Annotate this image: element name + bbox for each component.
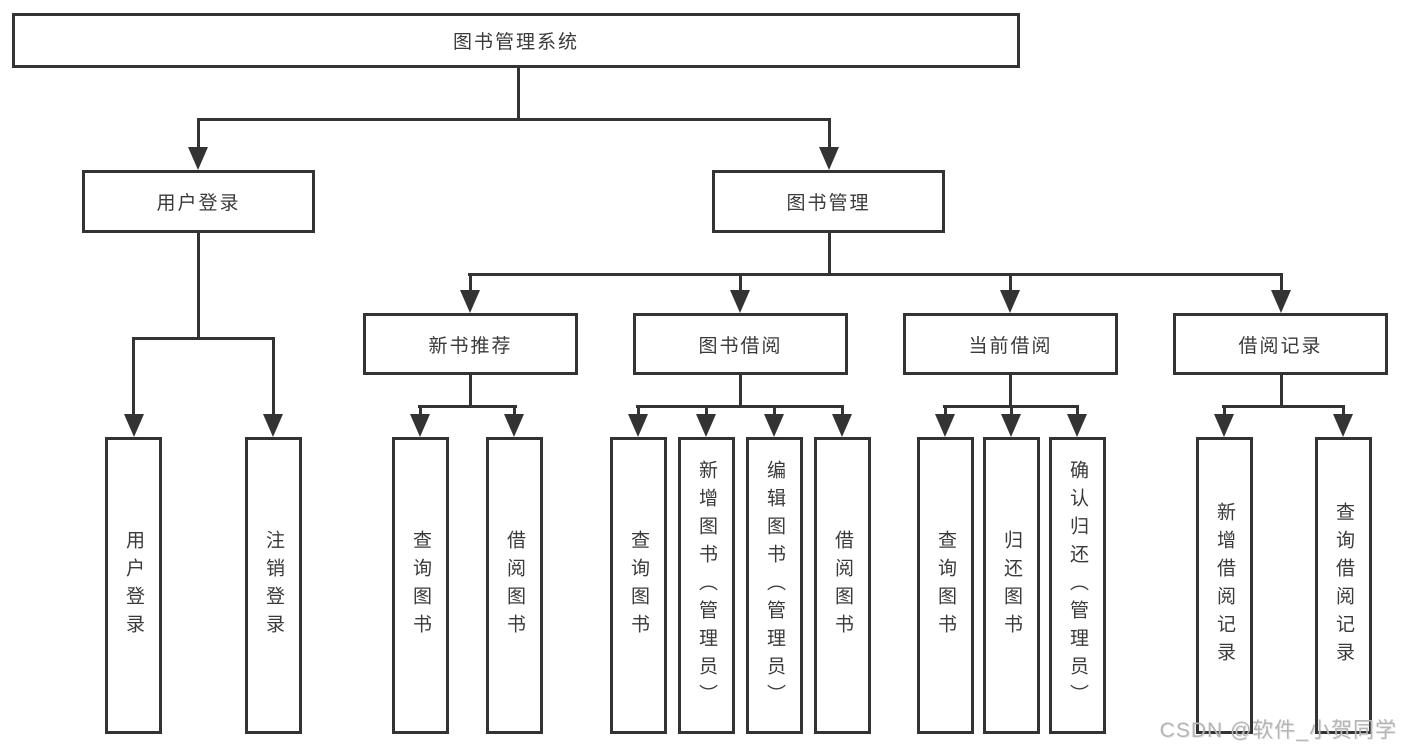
node-root: 图书管理系统 (12, 13, 1020, 68)
leaf-current-return-books-label: 归还图书 (1001, 529, 1022, 642)
arrowhead-leaf-bb-edit (764, 414, 784, 437)
node-user-login-label: 用户登录 (156, 193, 241, 214)
leaf-records-query-record: 查询借阅记录 (1315, 437, 1372, 734)
connector-book-borrow-fork (636, 405, 844, 408)
connector-leaf-cb-confirm-drop (1076, 405, 1079, 417)
connector-book-management-drop (828, 118, 831, 150)
leaf-current-confirm-return-admin: 确认归还（管理员） (1049, 437, 1106, 734)
connector-level2-branch (197, 118, 831, 121)
connector-leaf-bb-query-drop (637, 405, 640, 417)
node-book-borrow: 图书借阅 (633, 313, 848, 375)
arrowhead-leaf-cb-return (1001, 414, 1021, 437)
arrowhead-leaf-nb-query (410, 414, 430, 437)
node-book-borrow-label: 图书借阅 (698, 335, 783, 357)
arrowhead-leaf-user-login (124, 414, 144, 437)
connector-user-login-stem (197, 233, 200, 340)
leaf-borrow-edit-books-admin-label: 编辑图书（管理员） (764, 459, 785, 712)
arrowhead-new-book-recommend (460, 290, 480, 313)
node-user-login: 用户登录 (82, 170, 315, 233)
leaf-borrow-query-books: 查询图书 (610, 437, 667, 734)
connector-leaf-logout-drop (272, 337, 275, 417)
leaf-user-login-label: 用户登录 (123, 529, 144, 642)
arrowhead-current-borrow (1000, 290, 1020, 313)
arrowhead-leaf-bb-add (696, 414, 716, 437)
node-borrow-records-label: 借阅记录 (1238, 335, 1323, 357)
leaf-current-return-books: 归还图书 (983, 437, 1040, 734)
node-current-borrow: 当前借阅 (903, 313, 1118, 375)
connector-leaf-user-login-drop (132, 337, 135, 417)
leaf-logout: 注销登录 (245, 437, 302, 734)
node-new-book-recommend: 新书推荐 (363, 313, 578, 375)
leaf-recommend-borrow-books-label: 借阅图书 (504, 529, 525, 642)
leaf-borrow-borrow-books: 借阅图书 (814, 437, 871, 734)
connector-new-book-recommend-fork (418, 405, 517, 408)
arrowhead-leaf-bb-borrow (832, 414, 852, 437)
leaf-records-query-record-label: 查询借阅记录 (1333, 501, 1354, 670)
connector-new-book-recommend-stem (469, 375, 472, 408)
leaf-current-query-books: 查询图书 (917, 437, 974, 734)
arrowhead-leaf-logout (263, 414, 283, 437)
connector-leaf-nb-borrow-drop (513, 405, 516, 417)
arrowhead-user-login (188, 147, 208, 170)
node-root-label: 图书管理系统 (452, 32, 579, 53)
connector-leaf-cb-query-drop (944, 405, 947, 417)
node-current-borrow-label: 当前借阅 (968, 335, 1053, 357)
leaf-recommend-query-books-label: 查询图书 (410, 529, 431, 642)
connector-book-management-stem (828, 233, 831, 276)
connector-leaf-br-add-drop (1223, 405, 1226, 417)
leaf-recommend-borrow-books: 借阅图书 (486, 437, 543, 734)
leaf-current-confirm-return-admin-label: 确认归还（管理员） (1067, 459, 1088, 712)
arrowhead-leaf-bb-query (628, 414, 648, 437)
connector-leaf-br-query-drop (1342, 405, 1345, 417)
node-new-book-recommend-label: 新书推荐 (428, 335, 513, 357)
connector-book-borrow-stem (739, 375, 742, 408)
arrowhead-leaf-br-query (1333, 414, 1353, 437)
leaf-borrow-add-books-admin: 新增图书（管理员） (678, 437, 735, 734)
connector-leaf-bb-borrow-drop (841, 405, 844, 417)
connector-borrow-records-fork (1222, 405, 1345, 408)
leaf-borrow-edit-books-admin: 编辑图书（管理员） (746, 437, 803, 734)
leaf-records-add-record: 新增借阅记录 (1196, 437, 1253, 734)
node-book-management: 图书管理 (712, 170, 945, 233)
node-book-management-label: 图书管理 (786, 193, 871, 214)
connector-leaf-bb-add-drop (705, 405, 708, 417)
connector-level3-branch (468, 273, 1283, 276)
arrowhead-borrow-records (1271, 290, 1291, 313)
leaf-borrow-borrow-books-label: 借阅图书 (832, 529, 853, 642)
connector-current-borrow-drop (1009, 273, 1012, 293)
arrowhead-leaf-cb-confirm (1067, 414, 1087, 437)
connector-book-borrow-drop (739, 273, 742, 293)
leaf-recommend-query-books: 查询图书 (392, 437, 449, 734)
connector-borrow-records-drop (1280, 273, 1283, 293)
connector-user-login-drop (197, 118, 200, 150)
connector-leaf-cb-return-drop (1010, 405, 1013, 417)
leaf-logout-label: 注销登录 (263, 529, 284, 642)
connector-root-stem (517, 68, 520, 121)
leaf-user-login: 用户登录 (105, 437, 162, 734)
connector-current-borrow-stem (1009, 375, 1012, 408)
leaf-records-add-record-label: 新增借阅记录 (1214, 501, 1235, 670)
leaf-current-query-books-label: 查询图书 (935, 529, 956, 642)
arrowhead-book-borrow (730, 290, 750, 313)
arrowhead-leaf-nb-borrow (504, 414, 524, 437)
leaf-borrow-add-books-admin-label: 新增图书（管理员） (696, 459, 717, 712)
connector-new-book-recommend-drop (469, 273, 472, 293)
arrowhead-leaf-cb-query (935, 414, 955, 437)
leaf-borrow-query-books-label: 查询图书 (628, 529, 649, 642)
csdn-watermark: CSDN @软件_小贺同学 (1159, 719, 1397, 742)
connector-borrow-records-stem (1280, 375, 1283, 408)
arrowhead-book-management (819, 147, 839, 170)
connector-leaf-bb-edit-drop (773, 405, 776, 417)
connector-leaf-nb-query-drop (419, 405, 422, 417)
connector-user-login-fork (132, 337, 275, 340)
arrowhead-leaf-br-add (1214, 414, 1234, 437)
node-borrow-records: 借阅记录 (1173, 313, 1388, 375)
